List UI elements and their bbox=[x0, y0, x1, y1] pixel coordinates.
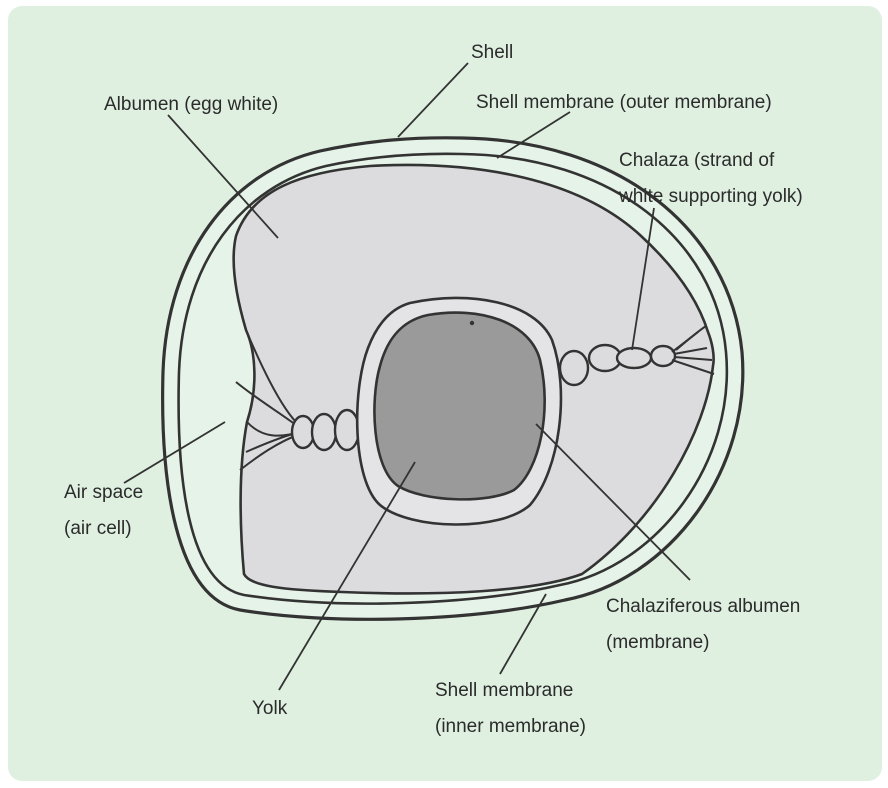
label-inner-membrane-line1: Shell membrane bbox=[435, 680, 573, 701]
label-albumen: Albumen (egg white) bbox=[104, 94, 278, 115]
label-chalaza-line2: white supporting yolk) bbox=[618, 186, 803, 207]
label-inner-membrane-line2: (inner membrane) bbox=[435, 716, 586, 737]
label-air-space-line1: Air space bbox=[64, 482, 143, 503]
label-chalaza-line1: Chalaza (strand of bbox=[619, 150, 775, 171]
label-outer-membrane: Shell membrane (outer membrane) bbox=[476, 92, 772, 113]
label-shell: Shell bbox=[471, 42, 513, 63]
label-chalaziferous-line2: (membrane) bbox=[606, 632, 709, 653]
yolk-germ-spot bbox=[470, 321, 474, 325]
label-chalaziferous-line1: Chalaziferous albumen bbox=[606, 596, 800, 617]
label-air-space-line2: (air cell) bbox=[64, 518, 132, 539]
yolk bbox=[374, 313, 544, 500]
left-chalaza bbox=[292, 410, 359, 450]
label-yolk: Yolk bbox=[252, 698, 288, 719]
